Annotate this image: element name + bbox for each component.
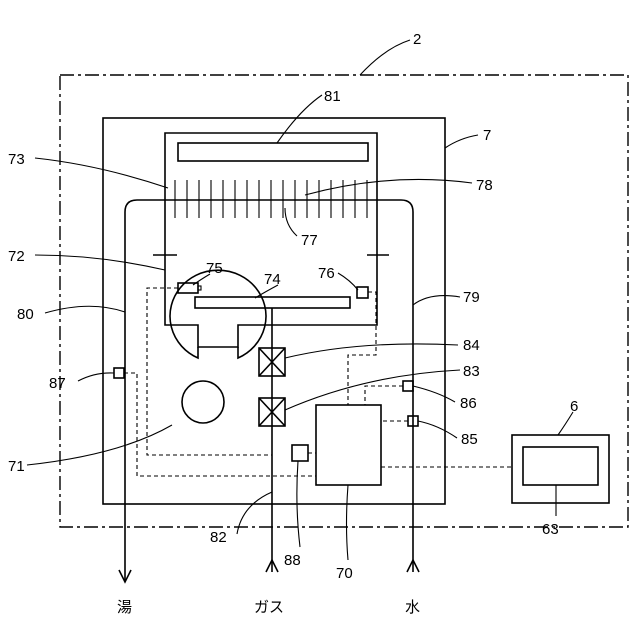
label-6: 6 [570,398,578,415]
label-87: 87 [49,375,66,392]
port-gas: ガス [254,599,284,616]
label-7: 7 [483,127,491,144]
controller [316,405,381,485]
label-63: 63 [542,521,559,538]
combustion-chamber [165,133,377,347]
burner [195,297,350,308]
sensor-88 [292,445,308,461]
label-88: 88 [284,552,301,569]
top-bar-81 [178,143,368,161]
label-75: 75 [206,260,223,277]
label-85: 85 [461,431,478,448]
label-82: 82 [210,529,227,546]
housing [103,118,445,504]
port-hot-water: 湯 [117,599,132,616]
label-86: 86 [460,395,477,412]
label-2: 2 [413,31,421,48]
blower-fan-rotor [182,381,224,423]
port-water: 水 [405,599,420,616]
label-84: 84 [463,337,480,354]
signal-wiring [124,288,512,476]
label-73: 73 [8,151,25,168]
water-pipe [125,200,413,580]
label-83: 83 [463,363,480,380]
label-77: 77 [301,232,318,249]
remote-controller [512,435,609,503]
label-80: 80 [17,306,34,323]
label-74: 74 [264,271,281,288]
label-72: 72 [8,248,25,265]
label-71: 71 [8,458,25,475]
igniter-tip [198,286,201,290]
label-76: 76 [318,265,335,282]
label-70: 70 [336,565,353,582]
sensor-86 [403,381,413,391]
label-78: 78 [476,177,493,194]
label-79: 79 [463,289,480,306]
label-81: 81 [324,88,341,105]
remote-display [523,447,598,485]
flame-sensor-76 [357,287,368,298]
sensor-87 [114,368,124,378]
heat-exchanger-fins [175,180,367,218]
